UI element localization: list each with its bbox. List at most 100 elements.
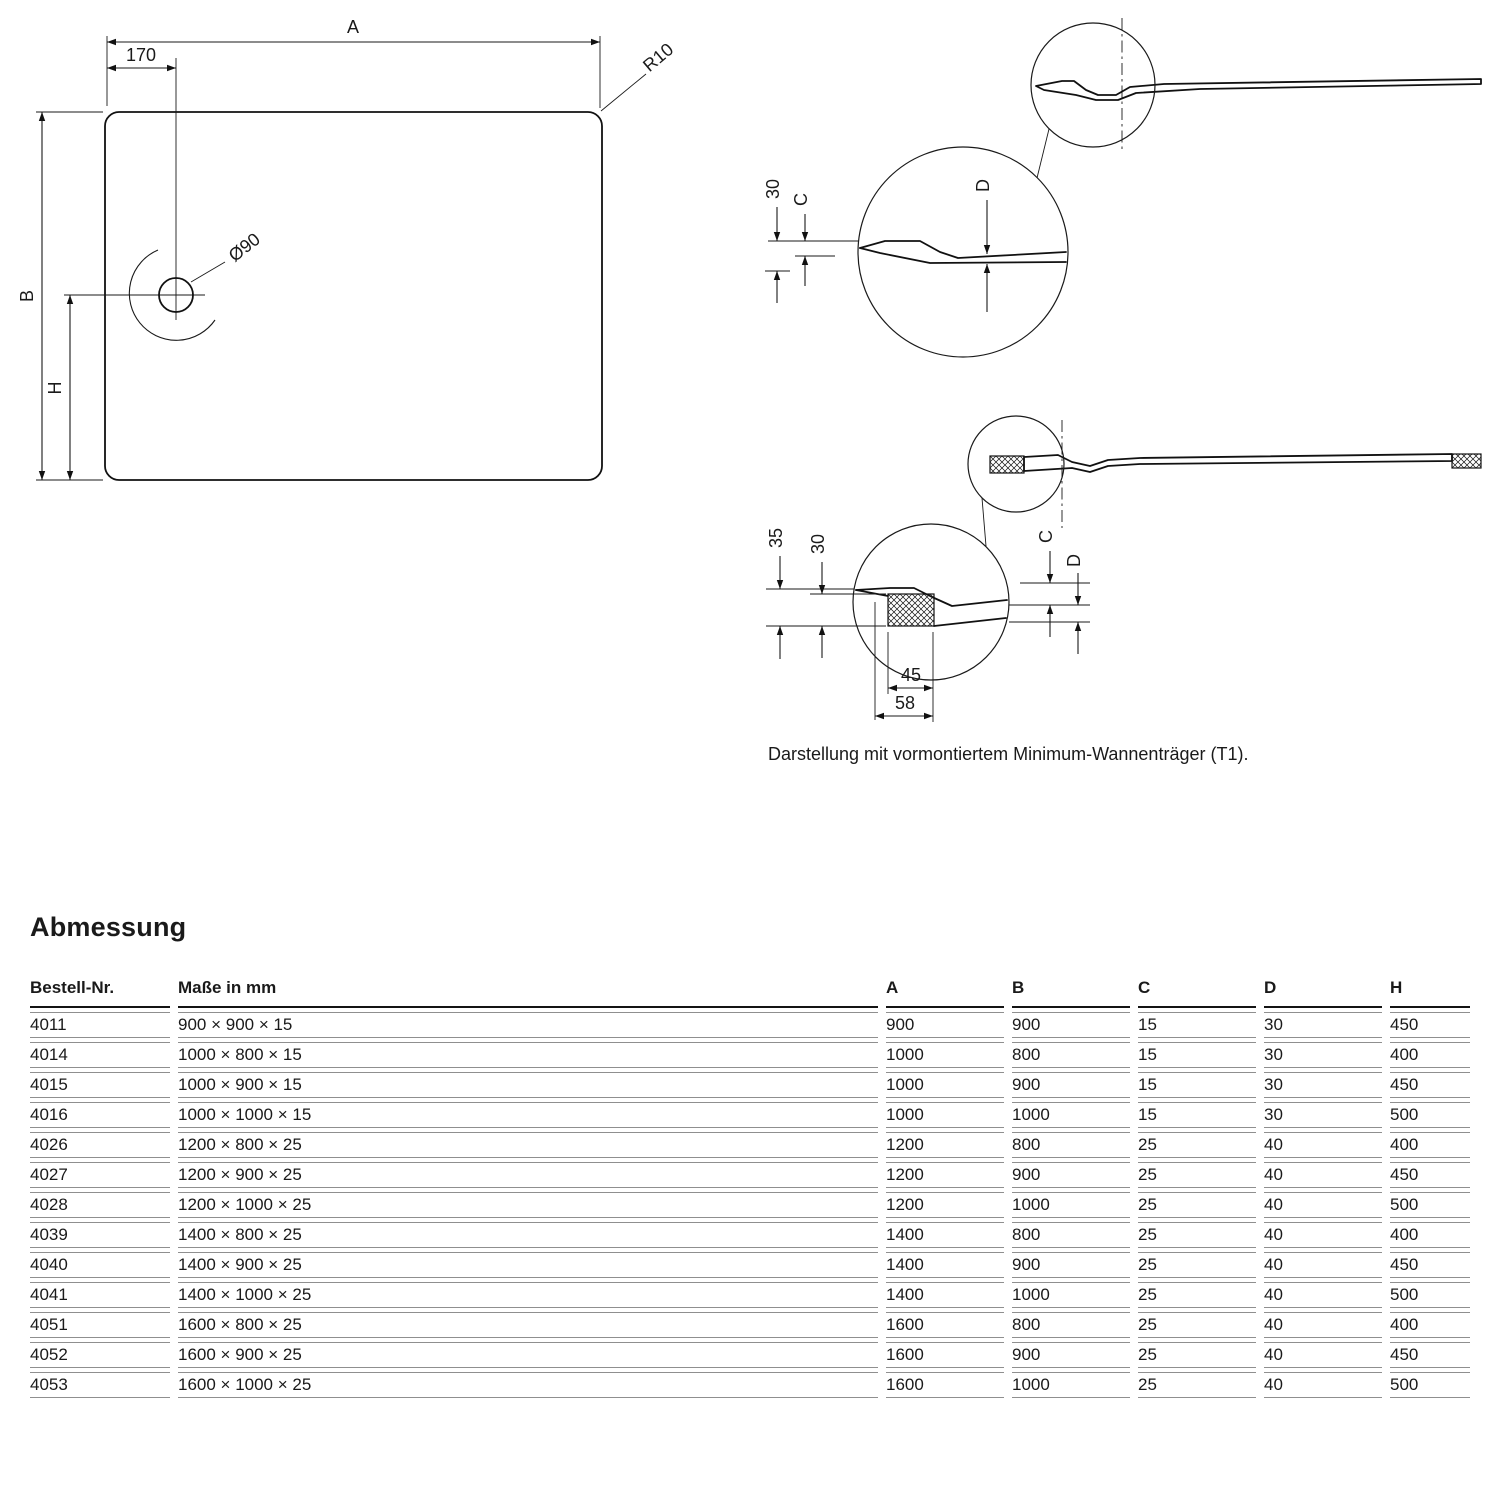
drawing-caption: Darstellung mit vormontiertem Minimum-Wa…: [768, 744, 1249, 764]
table-cell: 25: [1138, 1252, 1256, 1278]
sv2-dim-label-45: 45: [901, 665, 921, 685]
sv2-dim-label-d: D: [1064, 554, 1084, 567]
dimensions-table: Bestell-Nr. Maße in mm A B C D H 4011 900…: [22, 970, 1478, 1402]
table-cell: 400: [1390, 1312, 1470, 1338]
table-cell: 800: [1012, 1132, 1130, 1158]
table-cell: 30: [1264, 1102, 1382, 1128]
table-cell: 1400: [886, 1252, 1004, 1278]
table-cell: 4027: [30, 1162, 170, 1188]
table-cell: 450: [1390, 1252, 1470, 1278]
table-cell: 900: [1012, 1162, 1130, 1188]
support-block-detail: [887, 593, 935, 627]
table-cell: 4040: [30, 1252, 170, 1278]
table-cell: 25: [1138, 1312, 1256, 1338]
table-cell: 800: [1012, 1312, 1130, 1338]
table-cell: 40: [1264, 1342, 1382, 1368]
table-cell: 400: [1390, 1222, 1470, 1248]
dim-label-r10: R10: [639, 39, 677, 76]
table-cell: 1000: [886, 1072, 1004, 1098]
table-cell: 4053: [30, 1372, 170, 1398]
support-block-right: [1451, 453, 1482, 469]
table-cell: 900 × 900 × 15: [178, 1012, 878, 1038]
table-cell: 4028: [30, 1192, 170, 1218]
table-cell: 4016: [30, 1102, 170, 1128]
table-cell: 800: [1012, 1222, 1130, 1248]
table-cell: 450: [1390, 1072, 1470, 1098]
table-cell: 1200: [886, 1192, 1004, 1218]
support-block-left: [989, 455, 1025, 474]
table-cell: 25: [1138, 1192, 1256, 1218]
table-cell: 30: [1264, 1072, 1382, 1098]
table-cell: 15: [1138, 1102, 1256, 1128]
sv2-dim-label-58: 58: [895, 693, 915, 713]
table-cell: 40: [1264, 1162, 1382, 1188]
dim-label-h: H: [45, 382, 65, 395]
table-cell: 900: [1012, 1072, 1130, 1098]
table-cell: 1600 × 1000 × 25: [178, 1372, 878, 1398]
table-cell: 1400 × 800 × 25: [178, 1222, 878, 1248]
table-cell: 40: [1264, 1222, 1382, 1248]
technical-drawing: A 170 R10 B H Ø90: [17, 17, 1482, 722]
table-cell: 30: [1264, 1042, 1382, 1068]
table-cell: 450: [1390, 1012, 1470, 1038]
table-cell: 25: [1138, 1162, 1256, 1188]
table-cell: 1600: [886, 1312, 1004, 1338]
table-cell: 1000: [886, 1042, 1004, 1068]
table-cell: 25: [1138, 1282, 1256, 1308]
table-cell: 1000: [1012, 1192, 1130, 1218]
table-header-row: Bestell-Nr. Maße in mm A B C D H: [30, 974, 1470, 1008]
table-cell: 25: [1138, 1342, 1256, 1368]
table-cell: 1600 × 900 × 25: [178, 1342, 878, 1368]
table-cell: 25: [1138, 1222, 1256, 1248]
table-cell: 1200 × 1000 × 25: [178, 1192, 878, 1218]
sv2-dim-label-30: 30: [808, 534, 828, 554]
table-cell: 450: [1390, 1162, 1470, 1188]
table-cell: 1200 × 800 × 25: [178, 1132, 878, 1158]
table-cell: 1600 × 800 × 25: [178, 1312, 878, 1338]
table-cell: 500: [1390, 1372, 1470, 1398]
table-cell: 30: [1264, 1012, 1382, 1038]
sv1-dim-label-d: D: [973, 179, 993, 192]
table-cell: 40: [1264, 1372, 1382, 1398]
column-header-a: A: [886, 974, 1004, 1008]
table-cell: 4011: [30, 1012, 170, 1038]
table-cell: 15: [1138, 1012, 1256, 1038]
table-cell: 40: [1264, 1282, 1382, 1308]
table-cell: 1400 × 1000 × 25: [178, 1282, 878, 1308]
table-cell: 40: [1264, 1192, 1382, 1218]
dim-label-a: A: [347, 17, 359, 37]
table-cell: 4039: [30, 1222, 170, 1248]
tray-profile-2: [1023, 453, 1453, 473]
table-cell: 4041: [30, 1282, 170, 1308]
detail-circle-small: [1030, 22, 1156, 148]
table-row: 4053 1600 × 1000 × 25 1600 1000 25 40 500: [30, 1372, 1470, 1398]
table-cell: 1600: [886, 1372, 1004, 1398]
table-cell: 15: [1138, 1072, 1256, 1098]
table-cell: 25: [1138, 1372, 1256, 1398]
table-cell: 25: [1138, 1132, 1256, 1158]
table-cell: 900: [1012, 1342, 1130, 1368]
table-cell: 1000: [1012, 1372, 1130, 1398]
table-cell: 1000 × 800 × 15: [178, 1042, 878, 1068]
column-header-c: C: [1138, 974, 1256, 1008]
table-row: 4028 1200 × 1000 × 25 1200 1000 25 40 500: [30, 1192, 1470, 1218]
table-cell: 500: [1390, 1282, 1470, 1308]
side-view-drawing: 30 C D: [763, 18, 1482, 358]
table-cell: 4026: [30, 1132, 170, 1158]
table-cell: 1200: [886, 1162, 1004, 1188]
sv2-dim-label-c: C: [1036, 530, 1056, 543]
section-title: Abmessung: [30, 912, 187, 942]
table-cell: 1400: [886, 1282, 1004, 1308]
column-header-bestell-nr: Bestell-Nr.: [30, 974, 170, 1008]
table-cell: 500: [1390, 1192, 1470, 1218]
detail-circle-small-2: [967, 415, 1065, 513]
